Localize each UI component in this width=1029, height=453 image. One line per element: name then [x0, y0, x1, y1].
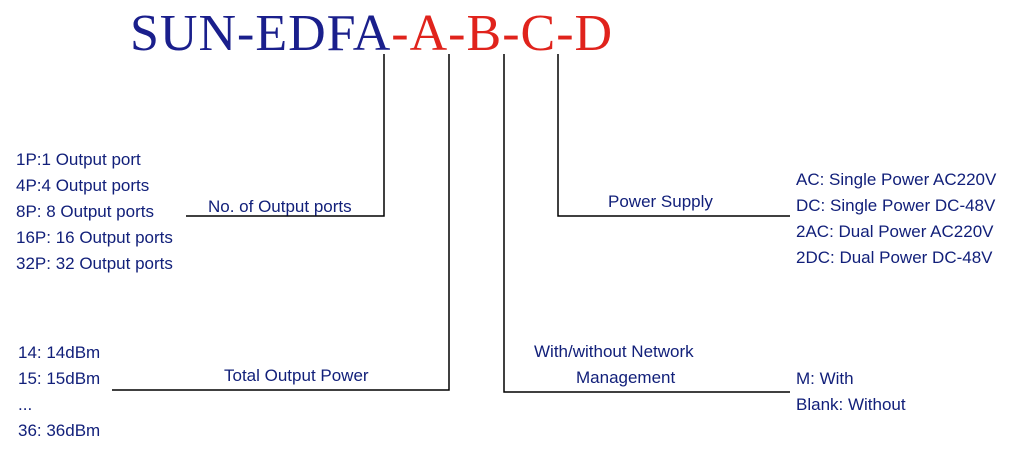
- list-item: 2DC: Dual Power DC-48V: [796, 248, 993, 267]
- separator: -: [556, 5, 575, 62]
- output-power-label: Total Output Power: [224, 366, 369, 385]
- code-b: B: [466, 5, 503, 62]
- list-item: 32P: 32 Output ports: [16, 254, 173, 273]
- model-prefix: SUN-EDFA: [130, 5, 392, 62]
- output-power-options: 14: 14dBm 15: 15dBm ... 36: 36dBm: [18, 340, 100, 444]
- network-management-label-line1: With/without Network: [534, 342, 694, 361]
- list-item: 1P:1 Output port: [16, 150, 141, 169]
- separator: -: [448, 5, 467, 62]
- code-c: C: [520, 5, 557, 62]
- connector-a: [186, 54, 385, 217]
- list-item: 2AC: Dual Power AC220V: [796, 222, 994, 241]
- list-item: M: With: [796, 369, 854, 388]
- output-ports-label: No. of Output ports: [208, 197, 352, 216]
- code-a: A: [409, 5, 449, 62]
- power-supply-options: AC: Single Power AC220V DC: Single Power…: [796, 167, 996, 271]
- code-d: D: [574, 5, 614, 62]
- list-item: AC: Single Power AC220V: [796, 170, 997, 189]
- network-management-options: M: With Blank: Without: [796, 366, 906, 418]
- connector-c: [503, 54, 790, 393]
- list-item: 36: 36dBm: [18, 421, 101, 440]
- list-item: 8P: 8 Output ports: [16, 202, 154, 221]
- list-item: ...: [18, 395, 33, 414]
- list-item: 15: 15dBm: [18, 369, 101, 388]
- output-ports-options: 1P:1 Output port 4P:4 Output ports 8P: 8…: [16, 147, 173, 277]
- power-supply-label: Power Supply: [608, 192, 713, 211]
- connector-d: [557, 54, 790, 217]
- list-item: DC: Single Power DC-48V: [796, 196, 996, 215]
- list-item: 14: 14dBm: [18, 343, 101, 362]
- list-item: 16P: 16 Output ports: [16, 228, 173, 247]
- separator: -: [502, 5, 521, 62]
- network-management-label-line2: Management: [576, 368, 676, 387]
- separator: -: [391, 5, 410, 62]
- list-item: Blank: Without: [796, 395, 906, 414]
- model-code-title: SUN-EDFA-A-B-C-D: [130, 4, 613, 64]
- connector-b: [112, 54, 450, 391]
- list-item: 4P:4 Output ports: [16, 176, 150, 195]
